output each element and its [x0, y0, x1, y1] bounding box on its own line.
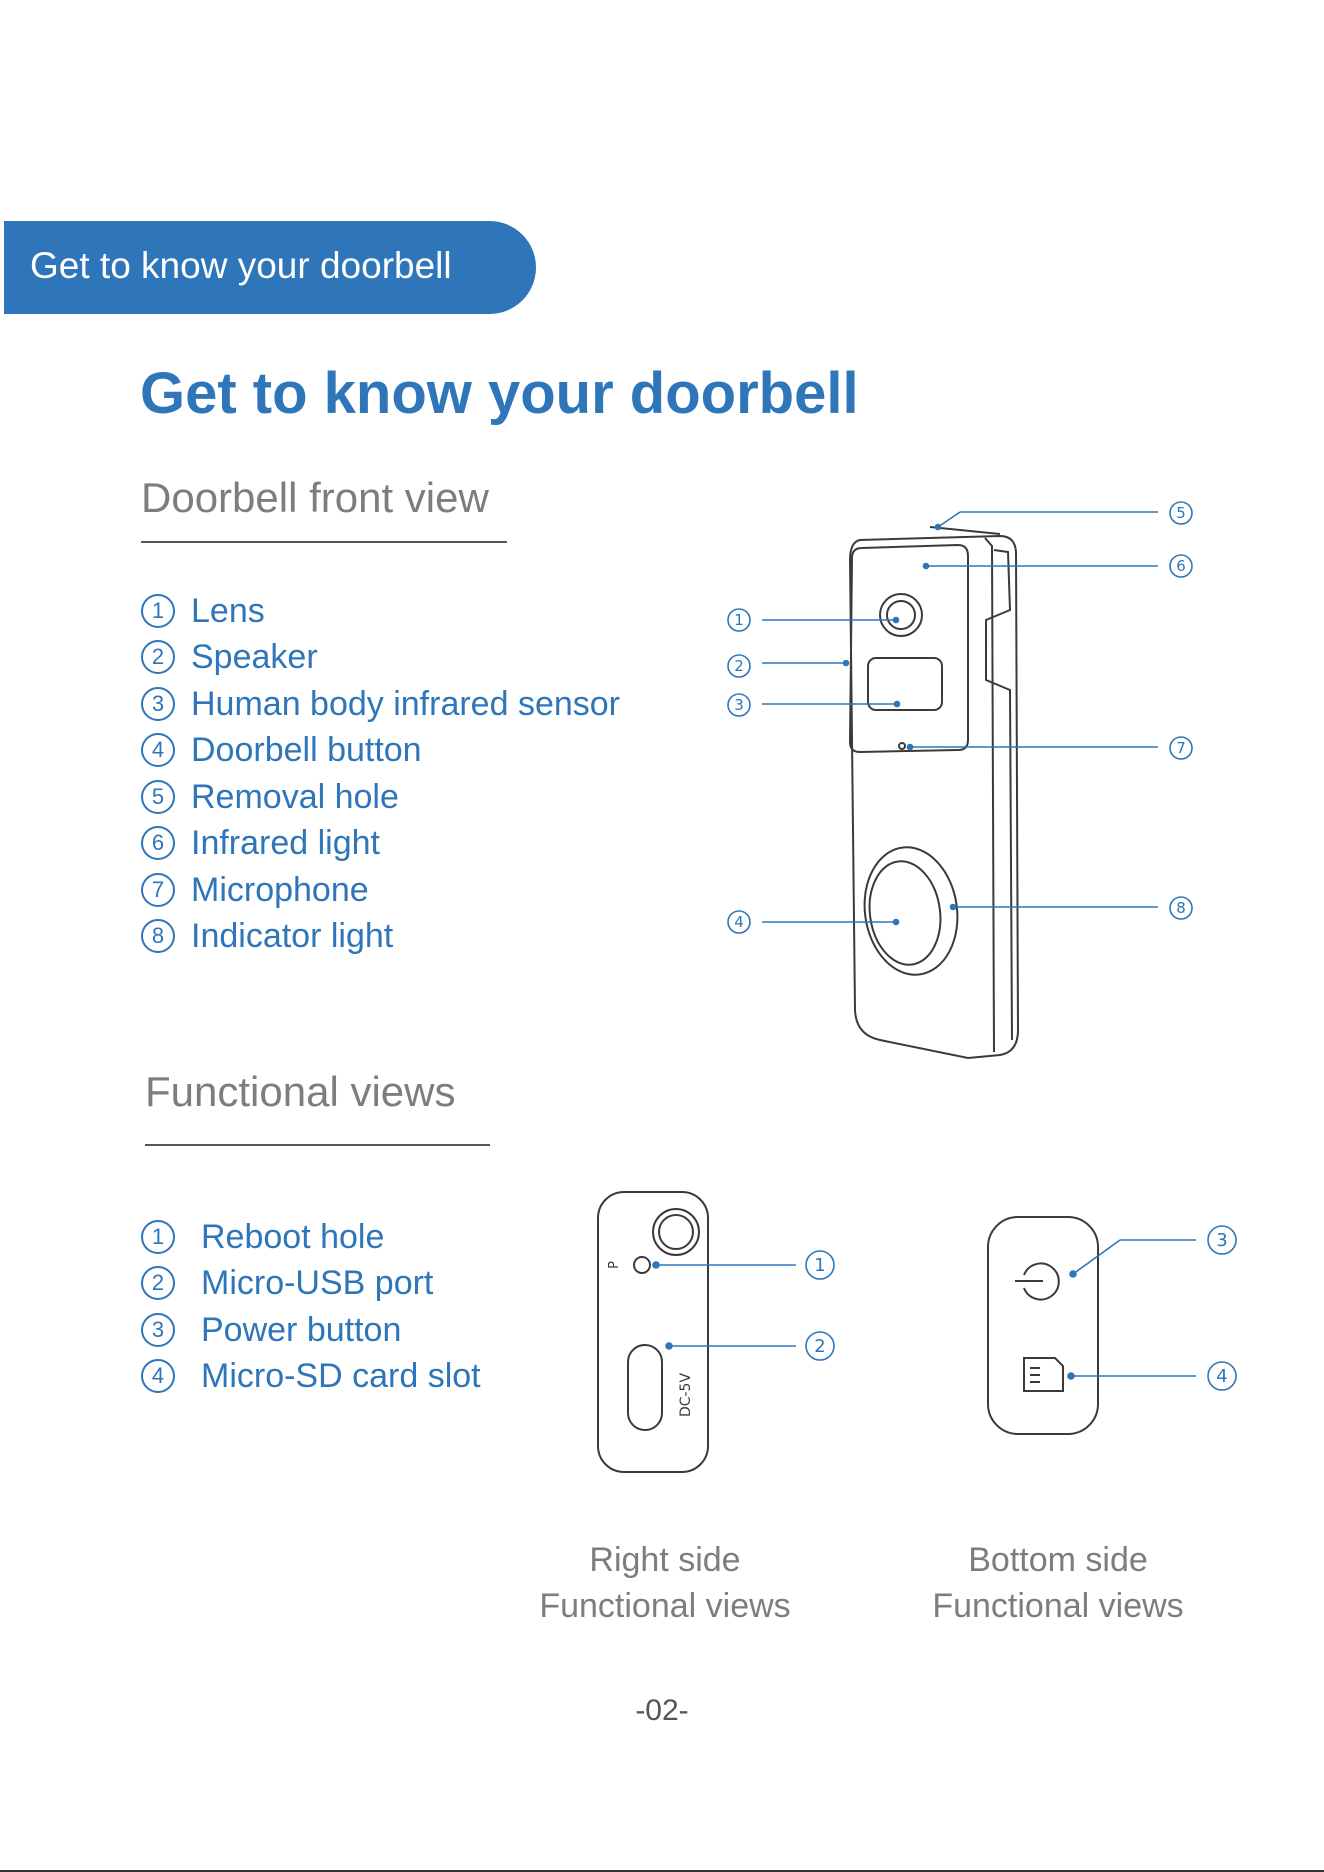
bottom-side-diagram: 3 4 — [987, 1216, 1237, 1435]
svg-text:1: 1 — [734, 611, 744, 629]
section-tab-label: Get to know your doorbell — [30, 245, 452, 286]
legend-number: 4 — [141, 733, 175, 767]
bottom-side-caption-line2: Functional views — [932, 1587, 1184, 1625]
legend-label: Microphone — [191, 871, 369, 909]
legend-number: 3 — [141, 687, 175, 721]
right-side-body — [597, 1191, 709, 1473]
right-side-caption-line2: Functional views — [539, 1587, 791, 1625]
svg-text:7: 7 — [1176, 739, 1186, 757]
page-title: Get to know your doorbell — [140, 361, 859, 426]
svg-text:3: 3 — [1216, 1230, 1227, 1251]
doorbell-front-diagram: 5 6 1 2 3 7 4 8 — [727, 501, 1193, 1060]
reboot-hole-icon — [633, 1256, 651, 1274]
section-tab: Get to know your doorbell — [4, 221, 536, 314]
svg-text:2: 2 — [734, 657, 744, 675]
legend-number: 1 — [141, 594, 175, 628]
legend-number: 4 — [141, 1359, 175, 1393]
legend-label: Speaker — [191, 638, 318, 676]
right-side-diagram: P DC-5V 1 2 — [597, 1191, 835, 1473]
svg-text:5: 5 — [1176, 504, 1186, 522]
callout-number-badges — [727, 501, 1193, 934]
svg-text:3: 3 — [734, 696, 744, 714]
right-side-caption: Right side Functional views — [505, 1537, 825, 1629]
legend-number: 8 — [141, 919, 175, 953]
svg-text:DC-5V: DC-5V — [678, 1373, 694, 1418]
legend-label: Micro-SD card slot — [201, 1357, 481, 1395]
svg-text:8: 8 — [1176, 899, 1186, 917]
svg-text:4: 4 — [1216, 1366, 1227, 1387]
legend-label: Power button — [201, 1311, 402, 1349]
front-view-rule — [141, 541, 507, 543]
legend-label: Lens — [191, 592, 265, 630]
svg-text:6: 6 — [1176, 557, 1186, 575]
usb-port-icon — [627, 1344, 663, 1431]
legend-label: Human body infrared sensor — [191, 685, 621, 723]
svg-text:4: 4 — [734, 913, 744, 931]
legend-label: Doorbell button — [191, 731, 422, 769]
front-view-heading: Doorbell front view — [141, 474, 489, 521]
legend-number: 1 — [141, 1220, 175, 1254]
legend-number: 3 — [141, 1313, 175, 1347]
doorbell-body — [848, 526, 1020, 1060]
power-button-icon — [1023, 1262, 1060, 1301]
callout-number-labels: 5 6 1 2 3 7 4 8 — [734, 504, 1186, 931]
bottom-side-caption: Bottom side Functional views — [898, 1537, 1218, 1629]
callout-lines — [762, 511, 1158, 926]
legend-label: Removal hole — [191, 778, 399, 816]
legend-label: Infrared light — [191, 824, 380, 862]
svg-text:2: 2 — [814, 1336, 825, 1357]
page-number: -02- — [635, 1694, 689, 1727]
bottom-rule — [0, 1870, 1324, 1872]
functional-views-rule — [145, 1144, 490, 1146]
bottom-side-body — [987, 1216, 1099, 1435]
legend-number: 2 — [141, 640, 175, 674]
legend-label: Reboot hole — [201, 1218, 385, 1256]
legend-number: 7 — [141, 873, 175, 907]
svg-text:P: P — [607, 1261, 622, 1269]
sd-card-icon — [1023, 1357, 1064, 1392]
legend-number: 2 — [141, 1266, 175, 1300]
legend-label: Indicator light — [191, 917, 394, 955]
legend-number: 5 — [141, 780, 175, 814]
legend-number: 6 — [141, 826, 175, 860]
lens-ring — [652, 1208, 700, 1256]
functional-views-heading: Functional views — [145, 1068, 456, 1115]
bottom-side-caption-line1: Bottom side — [968, 1541, 1148, 1579]
right-side-caption-line1: Right side — [589, 1541, 741, 1579]
svg-text:1: 1 — [814, 1255, 825, 1276]
legend-label: Micro-USB port — [201, 1264, 434, 1302]
